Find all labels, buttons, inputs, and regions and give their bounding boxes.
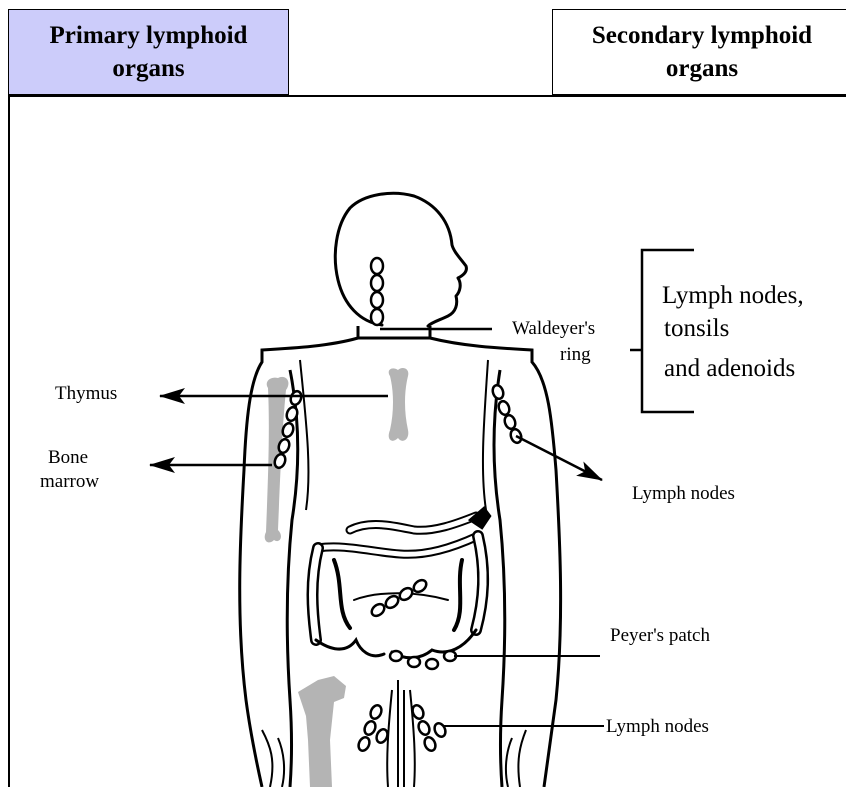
pelvic-vessels — [387, 680, 415, 787]
inner-arm-right — [494, 370, 505, 787]
hand-left — [262, 730, 284, 787]
arm-lymph-arrow — [516, 436, 602, 480]
waldeyer-label-line2: ring — [560, 343, 591, 367]
intestines — [313, 508, 491, 658]
arm-lymph-nodes-label: Lymph nodes — [632, 482, 735, 506]
bracket-label-line1: Lymph nodes, — [662, 280, 804, 311]
bracket-label-line3: and adenoids — [664, 353, 795, 384]
inner-arm-right-b — [483, 360, 488, 510]
inner-arm-left-b — [300, 360, 308, 510]
peyers-patch-label: Peyer's patch — [610, 624, 710, 648]
pelvic-lymph-nodes-label: Lymph nodes — [606, 715, 709, 739]
torso-outline-left — [240, 338, 358, 787]
thymus-shape — [389, 368, 409, 441]
femur-bone — [298, 676, 346, 787]
hand-right — [506, 730, 526, 787]
bone-marrow-label-line1: Bone — [48, 446, 88, 470]
bracket-label-line2: tonsils — [664, 313, 729, 344]
bone-marrow-label-line2: marrow — [40, 470, 99, 494]
thymus-label: Thymus — [55, 382, 117, 406]
head-outline — [335, 193, 466, 326]
waldeyer-label-line1: Waldeyer's — [512, 317, 595, 341]
